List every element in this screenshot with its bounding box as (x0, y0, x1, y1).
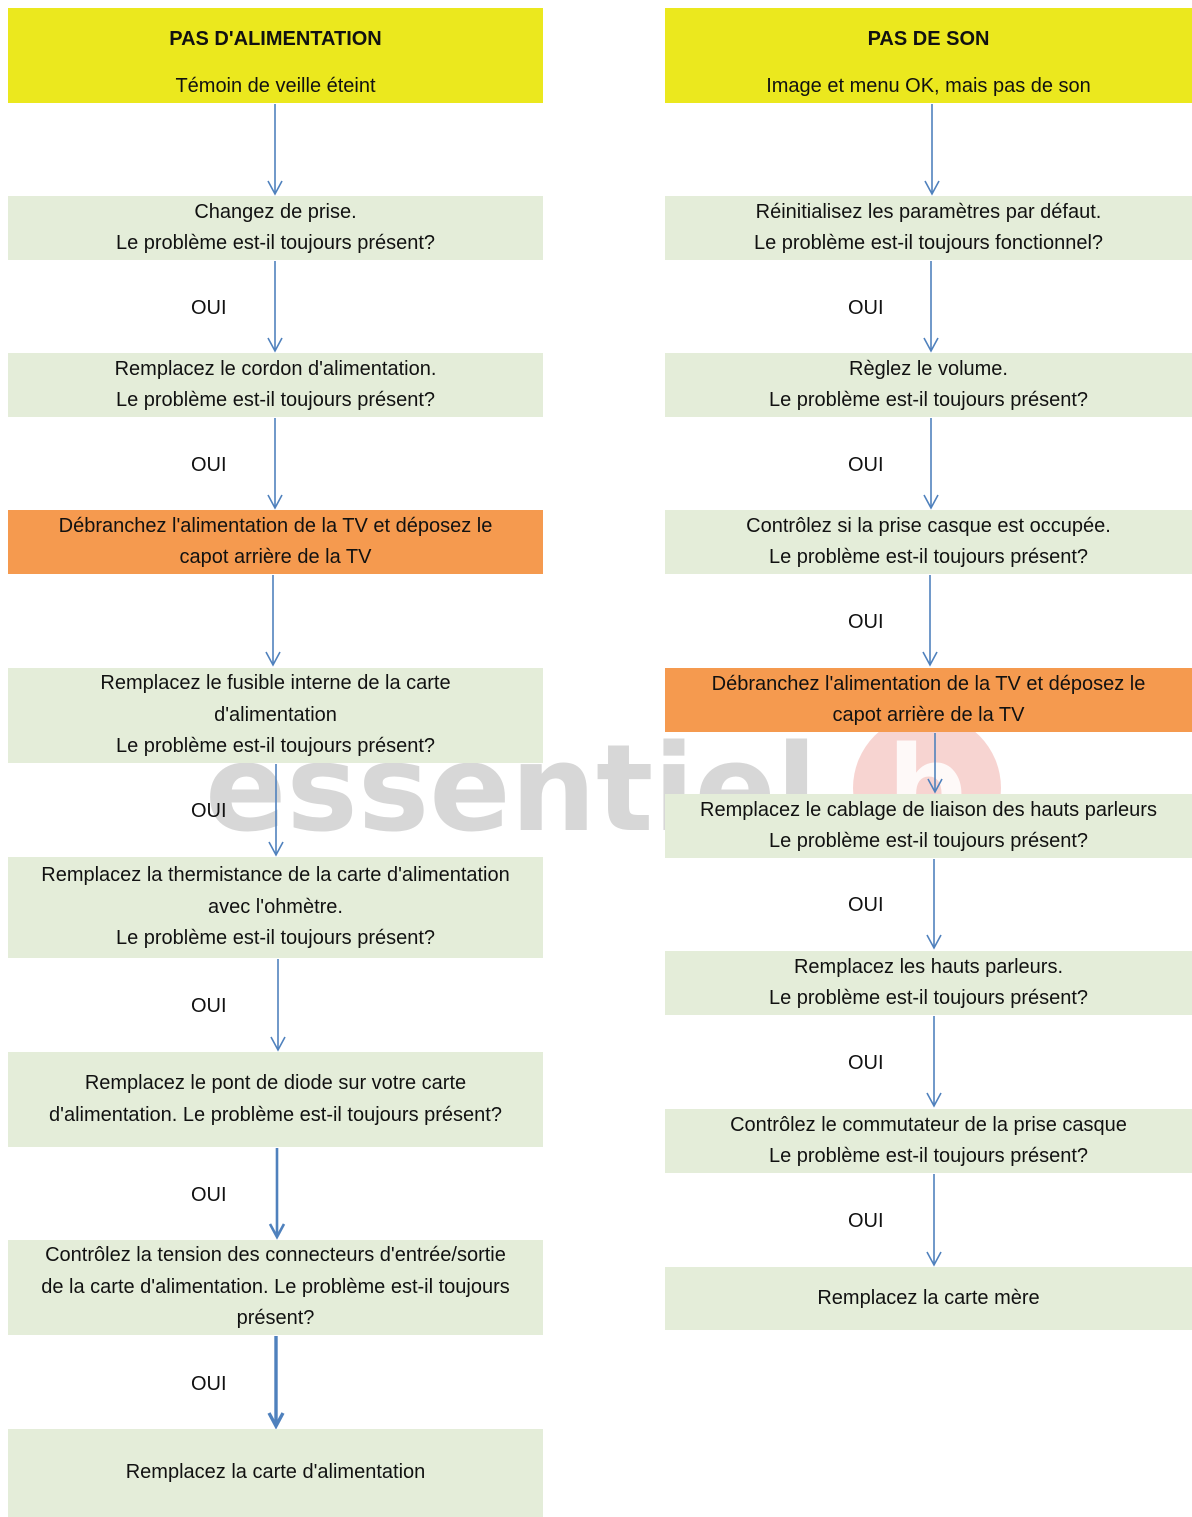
step-line: Débranchez l'alimentation de la TV et dé… (58, 514, 493, 537)
right-step-4-warning: Débranchez l'alimentation de la TV et dé… (665, 668, 1192, 732)
step-line: Remplacez la thermistance de la carte d'… (41, 864, 510, 887)
step-line: Règlez le volume. (849, 357, 1008, 380)
right-step-7: Contrôlez le commutateur de la prise cas… (665, 1109, 1192, 1173)
step-line: Le problème est-il toujours présent? (768, 1145, 1089, 1167)
step-line: Le problème est-il toujours présent? (115, 232, 436, 254)
step-line: Remplacez le pont de diode sur votre car… (84, 1072, 467, 1094)
arrow (267, 261, 283, 353)
step-line: Le problème est-il toujours présent? (768, 389, 1089, 411)
arrow (267, 1336, 285, 1430)
step-line: Remplacez les hauts parleurs. (793, 955, 1063, 978)
step-line: présent? (236, 1307, 315, 1330)
arrow (265, 575, 281, 667)
step-line: Le problème est-il toujours présent? (115, 927, 436, 950)
step-line: Le problème est-il toujours présent? (115, 735, 436, 758)
arrow (926, 859, 942, 950)
connector-label-oui: OUI (848, 611, 884, 633)
right-header-title: PAS DE SON (867, 28, 990, 50)
arrow (923, 418, 939, 510)
step-line: Contrôlez la tension des connecteurs d'e… (45, 1244, 506, 1267)
step-line: Le problème est-il toujours présent? (115, 389, 436, 411)
arrow (268, 1148, 286, 1240)
step-line: Remplacez le fusible interne de la carte (100, 672, 451, 695)
step-line: d'alimentation (214, 703, 337, 726)
arrow (924, 104, 940, 196)
arrow (927, 733, 943, 794)
left-step-6: Remplacez le pont de diode sur votre car… (8, 1052, 543, 1147)
connector-label-oui: OUI (191, 995, 227, 1017)
right-step-6: Remplacez les hauts parleurs. Le problèm… (665, 951, 1192, 1015)
step-line: avec l'ohmètre. (208, 895, 343, 918)
step-line: Le problème est-il toujours présent? (768, 987, 1089, 1009)
step-line: Remplacez le cordon d'alimentation. (114, 357, 437, 380)
step-line: Remplacez la carte mère (817, 1286, 1040, 1309)
connector-label-oui: OUI (191, 454, 227, 476)
arrow (923, 261, 939, 353)
step-line: de la carte d'alimentation. Le problème … (41, 1275, 510, 1298)
connector-label-oui: OUI (848, 894, 884, 916)
step-line: Le problème est-il toujours présent? (768, 830, 1089, 852)
connector-label-oui: OUI (191, 1373, 227, 1395)
left-step-8-final: Remplacez la carte d'alimentation (8, 1429, 543, 1517)
step-line: capot arrière de la TV (179, 546, 372, 568)
step-line: Débranchez l'alimentation de la TV et dé… (711, 672, 1146, 695)
right-step-2: Règlez le volume. Le problème est-il tou… (665, 353, 1192, 417)
left-header: PAS D'ALIMENTATION Témoin de veille étei… (8, 8, 543, 103)
arrow (926, 1016, 942, 1108)
left-step-7: Contrôlez la tension des connecteurs d'e… (8, 1240, 543, 1335)
step-line: Contrôlez si la prise casque est occupée… (746, 514, 1111, 537)
step-line: Changez de prise. (194, 200, 357, 223)
arrow (270, 959, 286, 1052)
connector-label-oui: OUI (191, 1184, 227, 1206)
step-line: d'alimentation. Le problème est-il toujo… (49, 1103, 502, 1126)
right-step-8-final: Remplacez la carte mère (665, 1267, 1192, 1330)
right-step-1: Réinitialisez les paramètres par défaut.… (665, 196, 1192, 260)
connector-label-oui: OUI (848, 297, 884, 319)
step-line: Remplacez le cablage de liaison des haut… (700, 798, 1157, 821)
step-line: Contrôlez le commutateur de la prise cas… (730, 1113, 1127, 1136)
left-header-title: PAS D'ALIMENTATION (169, 28, 382, 50)
step-line: Le problème est-il toujours fonctionnel? (753, 232, 1104, 254)
left-header-subtitle: Témoin de veille éteint (175, 74, 376, 97)
step-line: Remplacez la carte d'alimentation (125, 1461, 426, 1484)
step-line: Réinitialisez les paramètres par défaut. (755, 200, 1102, 223)
step-line: capot arrière de la TV (832, 704, 1025, 726)
right-header: PAS DE SON Image et menu OK, mais pas de… (665, 8, 1192, 103)
right-step-3: Contrôlez si la prise casque est occupée… (665, 510, 1192, 574)
left-step-4: Remplacez le fusible interne de la carte… (8, 668, 543, 763)
left-step-2: Remplacez le cordon d'alimentation. Le p… (8, 353, 543, 417)
step-line: Le problème est-il toujours présent? (768, 546, 1089, 568)
connector-label-oui: OUI (848, 1210, 884, 1232)
connector-label-oui: OUI (191, 297, 227, 319)
arrow (267, 418, 283, 510)
right-step-5: Remplacez le cablage de liaison des haut… (665, 794, 1192, 858)
left-step-5: Remplacez la thermistance de la carte d'… (8, 857, 543, 958)
left-step-3-warning: Débranchez l'alimentation de la TV et dé… (8, 510, 543, 574)
arrow (268, 764, 284, 857)
arrow (922, 575, 938, 667)
arrow (267, 104, 283, 196)
left-step-1: Changez de prise. Le problème est-il tou… (8, 196, 543, 260)
arrow (926, 1174, 942, 1267)
connector-label-oui: OUI (191, 800, 227, 822)
right-header-subtitle: Image et menu OK, mais pas de son (766, 74, 1091, 97)
connector-label-oui: OUI (848, 454, 884, 476)
connector-label-oui: OUI (848, 1052, 884, 1074)
